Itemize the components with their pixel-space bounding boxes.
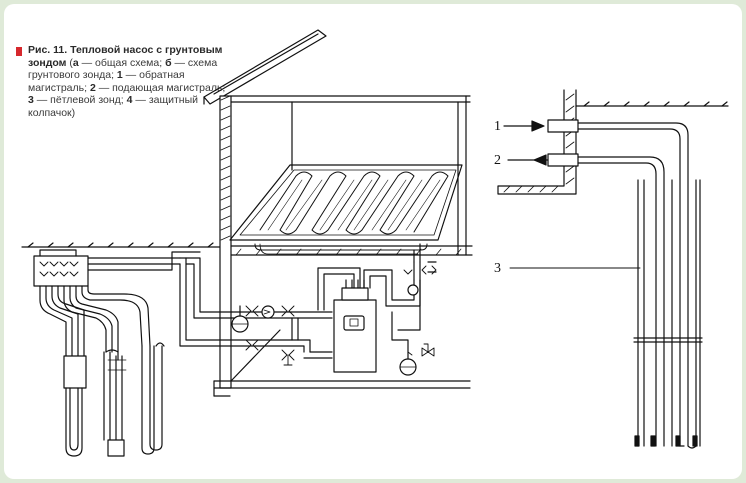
loop-probe (633, 179, 703, 447)
caption-marker (16, 47, 22, 56)
label-3: 3 (494, 261, 501, 276)
return-line-pipe (577, 122, 697, 449)
ground-probe-middle (63, 285, 127, 457)
supply-line-pipe (577, 156, 665, 447)
ground-supply-pipes (179, 257, 333, 366)
caption-n4: 4 (126, 94, 133, 107)
caption-a: а (72, 56, 79, 69)
caption-text: ( (66, 56, 73, 69)
caption-b: б (165, 56, 172, 69)
caption-title: Рис. 11. Тепловой насос с грунтовым зонд… (28, 44, 223, 69)
caption-text: — общая схема; (78, 56, 166, 69)
label-2: 2 (494, 153, 501, 168)
figure-frame: Рис. 11. Тепловой насос с грунтовым зонд… (4, 4, 742, 479)
caption-text: — обратная магистраль; (28, 69, 185, 94)
caption-n3: 3 (28, 94, 34, 107)
figure-caption: Рис. 11. Тепловой насос с грунтовым зонд… (16, 44, 228, 120)
arrow-2 (507, 154, 549, 166)
caption-text: — схема грунтового зонда; (28, 56, 218, 82)
caption-n2: 2 (89, 81, 96, 94)
caption-text: — пётлевой зонд; (33, 94, 127, 107)
arrow-1 (503, 120, 545, 132)
heat-pump-unit (317, 243, 437, 376)
ground-probe-right (81, 285, 165, 455)
ground-probe-left (39, 285, 87, 457)
caption-text: — подающая магистраль; (95, 81, 226, 94)
caption-n1: 1 (116, 69, 123, 82)
house-structure (203, 29, 473, 397)
label-1: 1 (494, 119, 501, 134)
caption-text: — защитный колпачок) (28, 94, 198, 119)
probe-detail-structure (497, 89, 729, 195)
ground-probe-manifold (33, 249, 201, 287)
ground-line-left (21, 242, 223, 248)
floor-heating-loop (229, 164, 463, 255)
